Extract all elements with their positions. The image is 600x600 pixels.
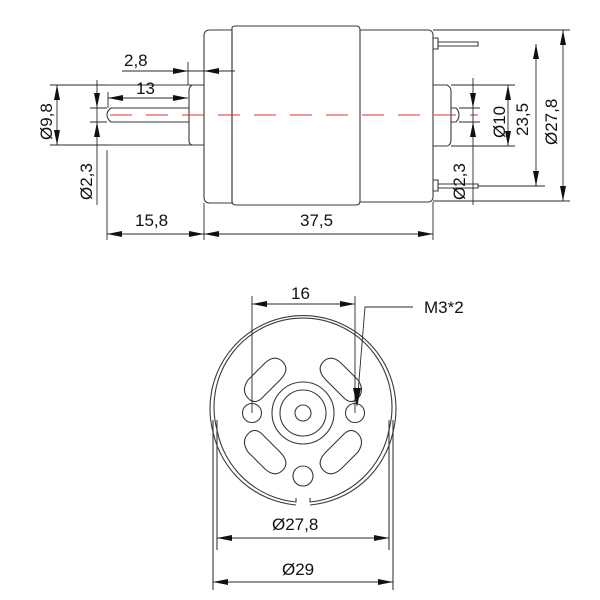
front-flange [203, 29, 233, 204]
bottom-arc [216, 429, 390, 503]
motor-can [231, 25, 361, 206]
side-view: 2,8 13 Ø9,8 Ø2,3 15,8 37,5 [37, 25, 570, 240]
dim-body-length: 37,5 [300, 211, 333, 230]
right-shaft [451, 107, 460, 123]
dim-shaft-diameter-right: Ø2,3 [450, 163, 469, 200]
end-view: 16 M3*2 Ø27,8 Ø29 [209, 284, 464, 590]
right-boss [433, 84, 452, 147]
dim-body-diameter-end: Ø27,8 [272, 515, 318, 534]
shaft-hole [294, 404, 312, 422]
end-cap [360, 29, 434, 203]
boss-fillet [188, 84, 193, 146]
vent-slot-bottom-left [243, 429, 287, 475]
dim-shaft-length: 13 [136, 79, 155, 98]
dim-hole-spacing: 16 [291, 284, 310, 303]
thread-callout: M3*2 [424, 298, 464, 317]
dim-outer-diameter: Ø29 [282, 560, 314, 579]
outer-circle [209, 315, 397, 433]
bearing-inner-ring [279, 389, 327, 437]
vent-slot-bottom-right [319, 429, 363, 475]
inner-circle [213, 317, 393, 431]
bearing-outer-ring [271, 381, 335, 445]
left-shaft [106, 107, 189, 123]
vent-slot-top-right [319, 357, 363, 403]
vent-slot-top-left [243, 357, 287, 403]
dim-flange-offset: 2,8 [124, 51, 148, 70]
dim-shaft-diameter-left: Ø2,3 [77, 163, 96, 200]
dim-boss-diameter-right: Ø10 [490, 106, 509, 138]
terminal-top [433, 37, 479, 50]
thread-leader [356, 306, 413, 406]
dim-terminal-spacing: 23,5 [513, 103, 532, 136]
vent-hole-bottom [292, 465, 314, 487]
dim-boss-diameter-left: Ø9,8 [37, 103, 56, 140]
dim-body-diameter-side: Ø27,8 [542, 99, 561, 145]
dim-shaft-protrusion: 15,8 [135, 211, 168, 230]
